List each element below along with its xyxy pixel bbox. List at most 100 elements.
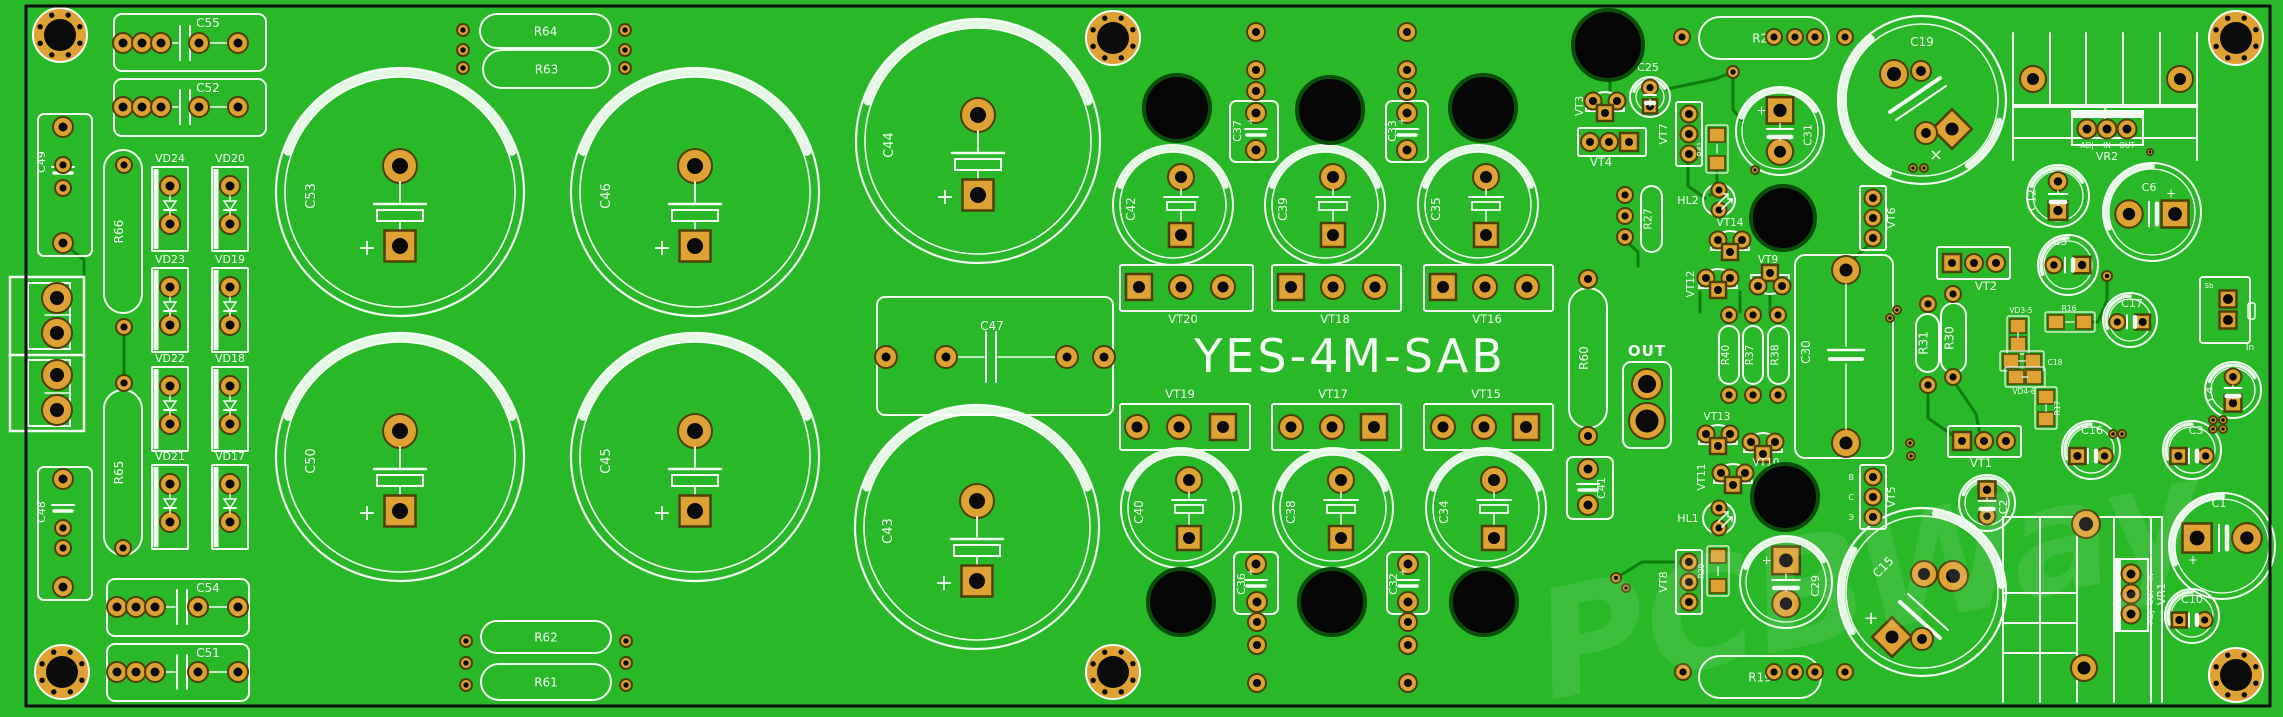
svg-text:C40: C40 xyxy=(1132,500,1146,524)
smd-R41: R41 xyxy=(1696,124,1729,174)
electrolytic-C35: C35 xyxy=(1417,144,1539,266)
smd-R29: R29 xyxy=(1697,545,1730,597)
terminal-block xyxy=(8,275,86,433)
svg-text:C4: C4 xyxy=(2203,387,2216,402)
resistor-R37: R37 xyxy=(1742,325,1764,385)
svg-text:C6: C6 xyxy=(2142,181,2157,194)
transistor-VT7: VT7 xyxy=(1657,101,1703,167)
transistor-VT3: VT3 xyxy=(1574,91,1627,123)
svg-text:C19: C19 xyxy=(1910,35,1934,49)
mount-hole-3 xyxy=(1085,10,1141,66)
svg-text:OUT: OUT xyxy=(1628,342,1666,360)
electrolytic-C29: +C29 xyxy=(1739,535,1833,629)
svg-text:C: C xyxy=(1848,493,1854,502)
electrolytic-C31: +C31 xyxy=(1735,86,1825,176)
svg-text:OUT: OUT xyxy=(2119,141,2135,150)
svg-text:VT1: VT1 xyxy=(1970,456,1992,470)
electrolytic-C10: C10 xyxy=(2164,588,2220,644)
svg-text:VD17: VD17 xyxy=(215,450,245,463)
svg-text:C53: C53 xyxy=(304,183,319,209)
svg-text:OUT: OUT xyxy=(2146,589,2155,605)
electrolytic-C50: +C50 xyxy=(274,331,526,583)
svg-text:C2: C2 xyxy=(1997,500,2010,515)
vias xyxy=(54,22,2228,693)
svg-text:R60: R60 xyxy=(1577,346,1591,370)
mount-hole-1 xyxy=(32,7,88,63)
transistor-VT19: VT19 xyxy=(1119,387,1251,451)
svg-text:R41: R41 xyxy=(1696,141,1705,156)
transistor-VT6: VT6 xyxy=(1859,185,1898,251)
svg-text:C55: C55 xyxy=(196,16,220,30)
svg-text:R40: R40 xyxy=(1720,345,1732,365)
svg-text:VT2: VT2 xyxy=(1975,279,1997,293)
svg-text:VT9: VT9 xyxy=(1758,254,1778,266)
capacitor-C48: C48 xyxy=(35,466,93,601)
svg-text:VT3: VT3 xyxy=(1574,96,1586,116)
svg-text:+: + xyxy=(1399,567,1407,578)
capacitor-C52: C52 xyxy=(112,78,267,137)
svg-text:VT6: VT6 xyxy=(1885,207,1898,228)
svg-text:HL2: HL2 xyxy=(1677,194,1698,207)
capacitor-C30: C30 xyxy=(1794,254,1894,459)
svg-text:C18: C18 xyxy=(2048,358,2063,367)
capacitor-C51: C51 xyxy=(106,643,250,702)
svg-text:C16: C16 xyxy=(2081,424,2103,437)
svg-text:+: + xyxy=(358,236,376,261)
diode-VD24: VD24 xyxy=(151,152,189,252)
svg-text:C1: C1 xyxy=(2212,497,2227,510)
svg-text:B: B xyxy=(1849,473,1855,482)
svg-text:R31: R31 xyxy=(1917,331,1931,355)
svg-text:R27: R27 xyxy=(1642,208,1655,229)
svg-text:+: + xyxy=(1398,116,1406,127)
svg-text:+: + xyxy=(653,236,671,261)
svg-text:VT16: VT16 xyxy=(1472,312,1502,326)
electrolytic-C38: C38 xyxy=(1272,447,1394,569)
svg-text:R64: R64 xyxy=(534,25,558,39)
svg-text:C46: C46 xyxy=(599,183,614,209)
svg-text:VT4: VT4 xyxy=(1590,155,1612,169)
svg-text:C25: C25 xyxy=(1637,61,1659,74)
electrolytic-C5: C5 xyxy=(2037,234,2099,296)
electrolytic-C6: +C6 xyxy=(2102,162,2202,262)
transistor-VT20: VT20 xyxy=(1119,264,1254,326)
svg-text:In: In xyxy=(2246,343,2254,353)
svg-text:+: + xyxy=(2188,553,2198,567)
smd-R16: R16 xyxy=(2044,304,2096,333)
svg-text:VT17: VT17 xyxy=(1318,387,1348,401)
transistor-VT18: VT18 xyxy=(1271,264,1402,326)
svg-text:+: + xyxy=(1247,567,1255,578)
svg-text:+: + xyxy=(653,501,671,526)
svg-text:VT7: VT7 xyxy=(1657,123,1670,144)
transistor-VT17: VT17 xyxy=(1271,387,1402,451)
svg-text:VD21: VD21 xyxy=(155,450,185,463)
svg-text:HL1: HL1 xyxy=(1677,512,1698,525)
svg-text:+: + xyxy=(1863,608,1878,629)
resistor-R61: R61 xyxy=(480,663,612,701)
svg-text:VT13: VT13 xyxy=(1704,411,1731,423)
svg-text:VD22: VD22 xyxy=(155,352,185,365)
svg-text:VR2: VR2 xyxy=(2096,150,2118,163)
diode-VD21: VD21 xyxy=(151,450,189,550)
diode-VD19: VD19 xyxy=(211,253,249,353)
svg-text:YES-4M-SAB: YES-4M-SAB xyxy=(1193,329,1506,383)
transistor-VT15: VT15 xyxy=(1423,387,1554,451)
transistor-VT4: VT4 xyxy=(1577,127,1647,169)
svg-text:R16: R16 xyxy=(2062,304,2077,313)
smd-VD4-6: VD4-6 xyxy=(2004,366,2046,396)
svg-text:C10: C10 xyxy=(2181,593,2203,606)
svg-text:VD23: VD23 xyxy=(155,253,185,266)
svg-text:C5: C5 xyxy=(2053,235,2068,248)
electrolytic-C15: +C15 xyxy=(1836,506,2008,678)
svg-text:C35: C35 xyxy=(1429,197,1443,221)
transistor-VT13: VT13 xyxy=(1696,411,1740,456)
resistor-R40: R40 xyxy=(1718,325,1740,385)
svg-text:VD18: VD18 xyxy=(215,352,245,365)
transistor-VT8: VT8 xyxy=(1657,549,1703,615)
led-HL2: HL2 xyxy=(1677,181,1736,219)
svg-text:VT20: VT20 xyxy=(1168,312,1198,326)
electrolytic-C4: C4 xyxy=(2203,361,2262,419)
